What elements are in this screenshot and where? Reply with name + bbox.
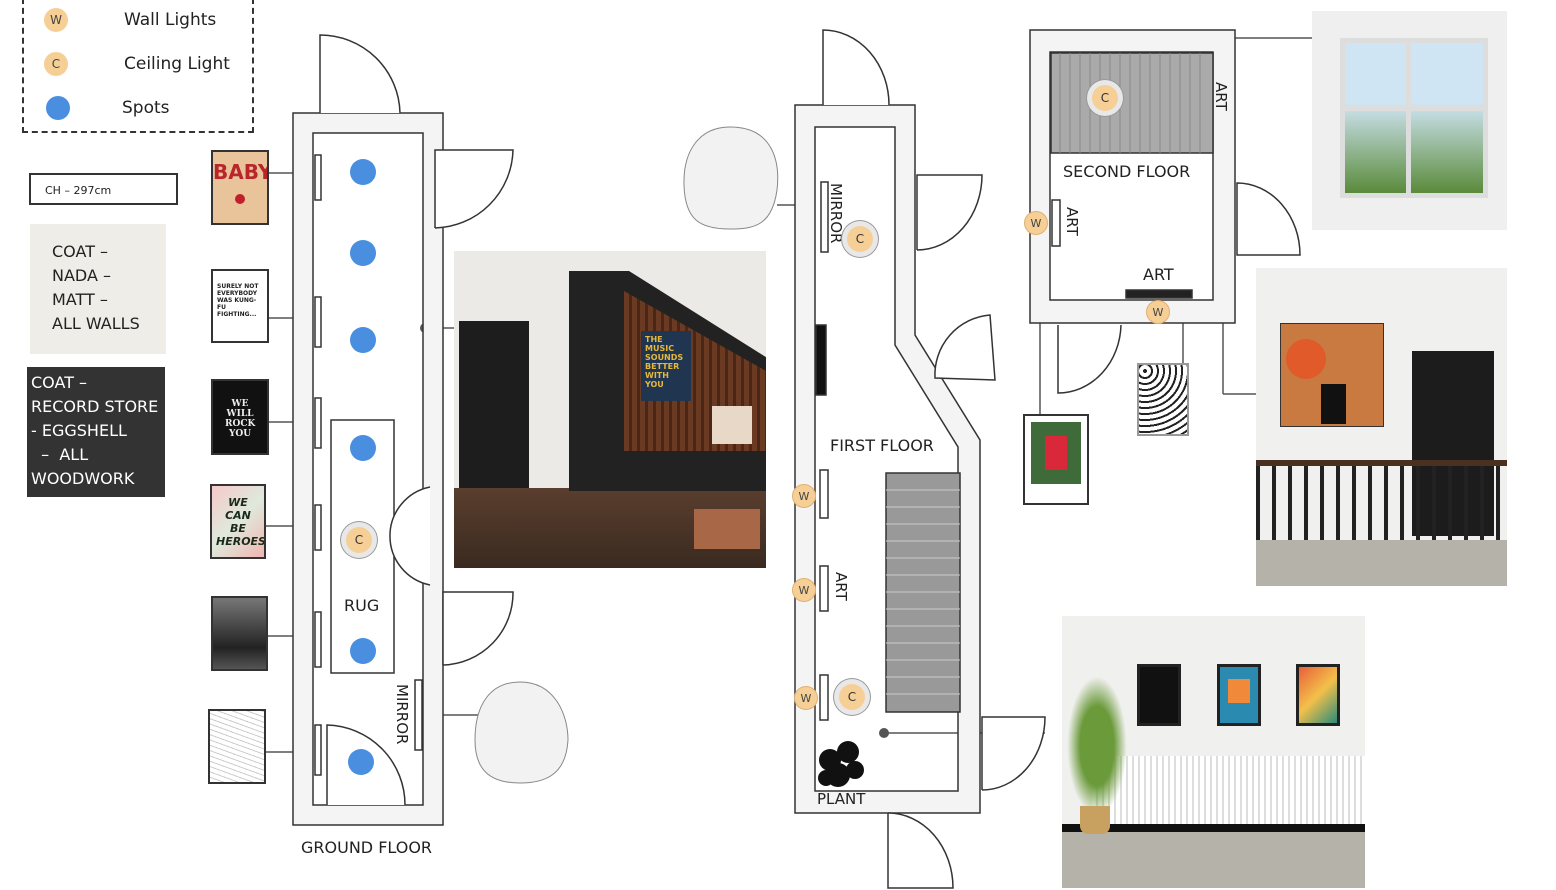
ground-floor-title: GROUND FLOOR <box>301 838 433 857</box>
art-red-green-print <box>1023 414 1089 505</box>
stairs <box>886 489 960 695</box>
ceiling-light: C <box>346 527 372 553</box>
wall-light-icon: W <box>44 8 68 32</box>
legend-label: Wall Lights <box>124 10 217 30</box>
art-kung-fu: SURELY NOT EVERYBODY WAS KUNG-FU FIGHTIN… <box>211 269 269 343</box>
ceiling-height-label: CH – 297cm <box>29 173 178 205</box>
art-label: ART <box>1063 207 1081 236</box>
mirror-label: MIRROR <box>827 183 845 244</box>
spot-light <box>350 327 376 353</box>
spot-light <box>350 638 376 664</box>
mirror-oval <box>474 681 569 784</box>
art-baby: BABY <box>211 150 269 225</box>
mirror-oval <box>683 126 779 230</box>
paint-line: COAT – <box>31 373 88 392</box>
art-label: ART <box>832 572 850 601</box>
paint-line: COAT – <box>52 242 109 261</box>
mirror-label: MIRROR <box>393 684 411 745</box>
spot-light <box>348 749 374 775</box>
art-label: ART <box>1143 265 1174 284</box>
art-doodle <box>208 709 266 784</box>
paint-line: MATT – <box>52 290 108 309</box>
art-we-will-rock-you: WE WILL ROCK YOU <box>211 379 269 455</box>
paint-line: WOODWORK <box>31 469 135 488</box>
spot-light <box>350 435 376 461</box>
art-city-photo <box>211 596 268 671</box>
first-floor-title: FIRST FLOOR <box>830 436 934 455</box>
paint-line: RECORD STORE <box>31 397 159 416</box>
wall-light: W <box>1024 211 1048 235</box>
wall-light: W <box>1146 300 1170 324</box>
paint-line: ALL WALLS <box>52 314 140 333</box>
hallway-moodboard-photo: THE MUSIC SOUNDS BETTER WITH YOU <box>454 251 766 568</box>
art-pattern-print <box>1137 363 1189 436</box>
ceiling-light: C <box>1092 85 1118 111</box>
legend-label: Ceiling Light <box>124 54 230 74</box>
art-music-sounds-better: THE MUSIC SOUNDS BETTER WITH YOU <box>641 331 691 401</box>
plant-label: PLANT <box>817 790 866 808</box>
rug-label: RUG <box>344 596 380 615</box>
second-floor-title: SECOND FLOOR <box>1063 162 1191 181</box>
wall-light: W <box>792 484 816 508</box>
ceiling-light-icon: C <box>44 52 68 76</box>
ceiling-light: C <box>839 684 865 710</box>
legend: W Wall Lights C Ceiling Light Spots <box>22 0 254 133</box>
art-heroes: WE CAN BE HEROES <box>210 484 266 559</box>
art-label: ART <box>1212 82 1230 111</box>
paint-line: NADA – <box>52 266 111 285</box>
woodwork-paint-swatch: COAT – RECORD STORE - EGGSHELL – ALL WOODWO… <box>27 367 165 497</box>
paint-line: - EGGSHELL <box>31 421 127 440</box>
legend-spots: Spots <box>46 96 170 120</box>
ceiling-light: C <box>847 226 873 252</box>
paint-line: – ALL <box>31 445 89 464</box>
second-floor-plan <box>1029 29 1301 394</box>
legend-label: Spots <box>122 98 170 118</box>
landing-moodboard-photo <box>1256 268 1507 586</box>
spot-icon <box>46 96 70 120</box>
spot-light <box>350 159 376 185</box>
plant-icon <box>818 741 864 787</box>
legend-ceiling-light: C Ceiling Light <box>44 52 230 76</box>
wall-light: W <box>792 578 816 602</box>
spot-light <box>350 240 376 266</box>
gallery-wall-moodboard-photo <box>1062 616 1365 888</box>
wall-paint-swatch: COAT – NADA – MATT – ALL WALLS <box>30 224 166 354</box>
window-moodboard-photo <box>1312 11 1507 230</box>
legend-wall-lights: W Wall Lights <box>44 8 216 32</box>
wall-light: W <box>794 686 818 710</box>
